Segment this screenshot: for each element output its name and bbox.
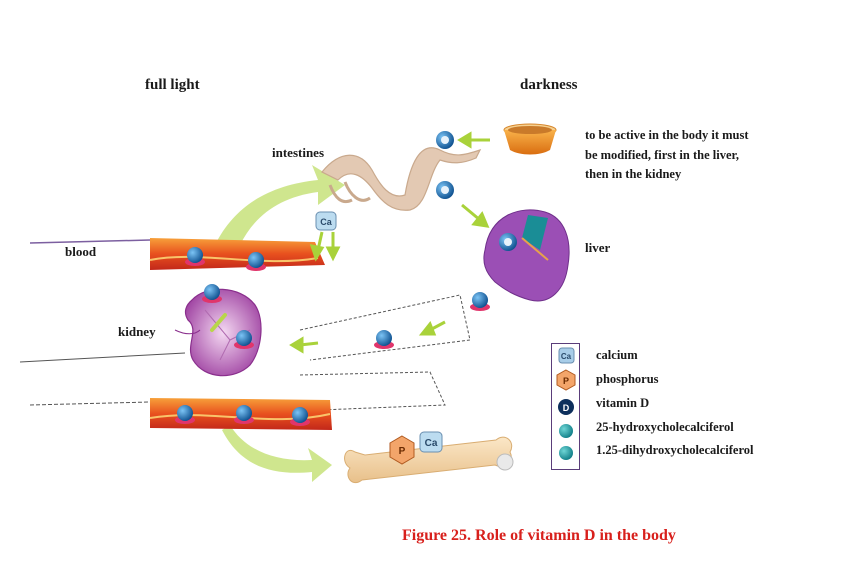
vitamin-d-icon: [558, 399, 574, 415]
mineral-markers: Ca Ca P: [315, 211, 443, 465]
calcium-marker-intestine: [315, 211, 337, 231]
note-line-1: to be active in the body it must: [585, 128, 749, 142]
icon-glyphs: Ca P D: [561, 352, 572, 413]
dihydroxy-molecule-kidney-1: [202, 284, 222, 303]
calcium-marker-bone-text: Ca: [425, 438, 438, 449]
dihydroxy-molecule-vessel-1: [185, 247, 205, 266]
dihydroxy-icon: [559, 446, 573, 460]
dihydroxy-molecule-vessel-4: [234, 405, 254, 424]
phosphorus-glyph: P: [563, 376, 569, 386]
blood-label: blood: [65, 244, 97, 259]
vitamin-d-molecule-liver: [499, 233, 517, 251]
vitamin-d-molecule-intestine: [436, 181, 454, 199]
dihydroxy-molecule-vessel-3: [175, 405, 195, 424]
food-bowl: [503, 123, 557, 155]
intestines-label: intestines: [272, 145, 324, 160]
legend-icons: [556, 347, 576, 460]
legend-box: [551, 343, 580, 470]
legend-vitamin-d-label: vitamin D: [596, 396, 650, 410]
legend-calcium-label: calcium: [596, 348, 638, 362]
sun-arrows: [215, 165, 345, 482]
note-line-3: then in the kidney: [585, 167, 682, 181]
phosphorus-marker-bone: [389, 435, 415, 465]
dihydroxy-molecule-kidney-2: [234, 330, 254, 349]
hydroxy-molecule-blood: [374, 330, 394, 349]
process-arrows: [289, 131, 490, 354]
calcium-marker-intestine-text: Ca: [320, 217, 332, 227]
legend-phosphorus-label: phosphorus: [596, 372, 659, 386]
phosphorus-icon: [556, 369, 576, 391]
legend-dihydroxy-label: 1.25-dihydroxycholecalciferol: [596, 443, 754, 457]
phosphorus-marker-bone-text: P: [399, 446, 406, 457]
vitamin-d-glyph: D: [563, 403, 570, 413]
kidney-label: kidney: [118, 324, 156, 339]
calcium-icon: [558, 347, 575, 364]
liver-label: liver: [585, 240, 611, 255]
kidney-organ: [174, 288, 262, 377]
hydroxy-icon: [559, 424, 573, 438]
darkness-header: darkness: [520, 77, 578, 93]
full-light-header: full light: [145, 77, 200, 93]
liver-organ: [483, 209, 570, 302]
hydroxy-molecule-liver: [470, 292, 490, 311]
vitamin-d-molecule-diet: [436, 131, 454, 149]
calcium-marker-bone: [419, 431, 443, 453]
calcium-glyph: Ca: [561, 352, 572, 361]
dihydroxy-molecule-vessel-5: [290, 407, 310, 426]
bone: [344, 436, 514, 484]
legend-hydroxy-label: 25-hydroxycholecalciferol: [596, 420, 734, 434]
activation-note: to be active in the body it must be modi…: [585, 126, 749, 185]
intestines-organ: [321, 147, 482, 211]
note-line-2: be modified, first in the liver,: [585, 147, 740, 162]
molecules: [175, 131, 517, 426]
figure-caption: Figure 25. Role of vitamin D in the body: [402, 527, 676, 544]
dihydroxy-molecule-vessel-2: [246, 252, 266, 271]
